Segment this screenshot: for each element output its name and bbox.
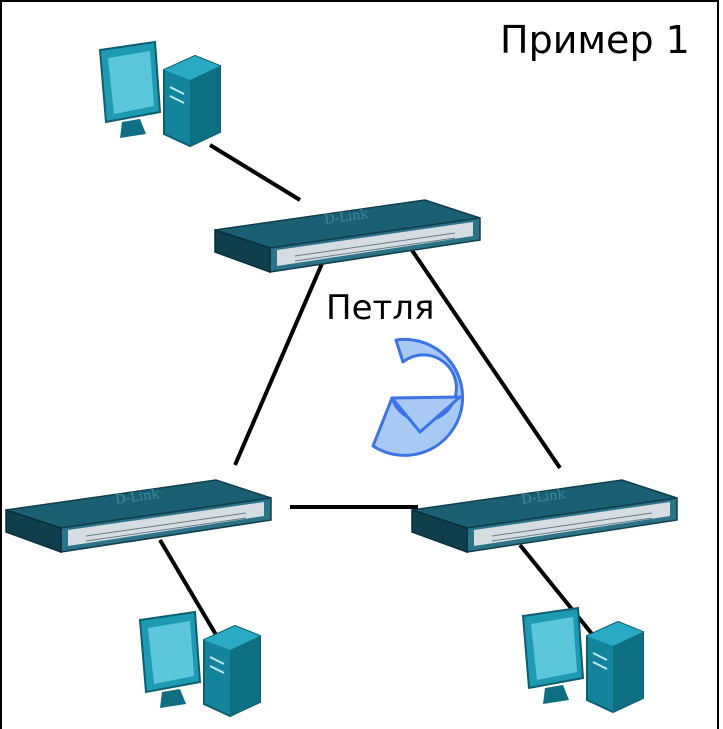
computer-icon-bottom-left xyxy=(139,611,261,717)
link-switch1-switch2 xyxy=(233,244,332,466)
loop-label: Петля xyxy=(326,288,435,328)
diagram-title: Пример 1 xyxy=(500,18,690,62)
link-switch1-switch3 xyxy=(403,238,562,470)
loop-arrow-icon xyxy=(371,337,465,457)
switch-icon-bottom-left xyxy=(5,479,272,553)
link-switch3-pc3 xyxy=(518,543,607,652)
link-switch2-pc2 xyxy=(158,538,227,652)
switch-icon-top xyxy=(214,199,481,273)
switch-icon-bottom-right xyxy=(411,479,678,553)
computer-icon-top xyxy=(99,41,221,147)
link-pc1-switch1 xyxy=(208,143,302,202)
